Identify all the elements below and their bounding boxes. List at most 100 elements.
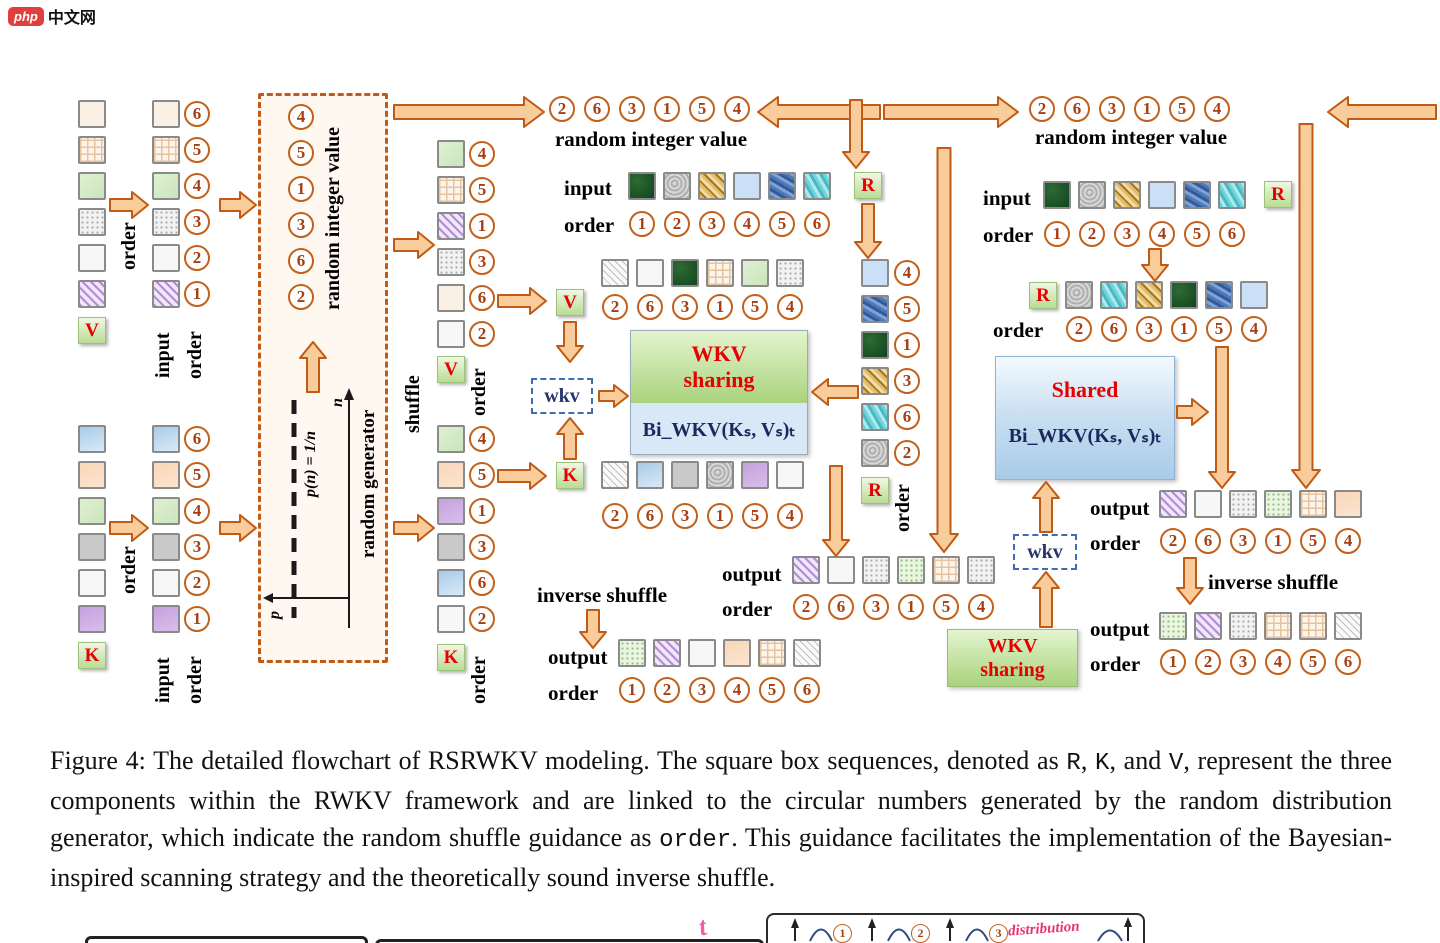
flow-arrow <box>1291 123 1321 489</box>
order-number: 1 <box>1265 528 1291 554</box>
flow-arrow <box>1032 481 1060 533</box>
texture-square-blank <box>437 284 465 312</box>
texture-square-grid <box>758 639 786 667</box>
flow-arrow <box>842 99 870 169</box>
texture-square-blue <box>636 461 664 489</box>
order-number: 4 <box>724 677 750 703</box>
v-input-label: input <box>152 332 174 378</box>
center-output1-label: output <box>722 562 782 586</box>
order-number: 5 <box>184 462 210 488</box>
texture-square-white <box>1194 490 1222 518</box>
order-number: 2 <box>1160 528 1186 554</box>
texture-square-green <box>741 259 769 287</box>
flow-arrow <box>1208 346 1236 489</box>
flow-arrow <box>1176 557 1204 605</box>
texture-square-dots <box>78 208 106 236</box>
texture-square-blank <box>78 100 106 128</box>
v-order-arrow-label: order <box>118 222 140 270</box>
center-v-row-squares <box>601 259 804 287</box>
texture-square-grid <box>1299 490 1327 518</box>
v-ordered-squares <box>152 100 180 316</box>
order-number: 3 <box>184 209 210 235</box>
texture-square-darkgreen <box>628 172 656 200</box>
v-input-squares <box>78 100 106 316</box>
right-r-row-squares <box>1065 281 1268 309</box>
shared-formula: Bi_WKV(Kₛ, Vₛ)ₜ <box>1008 425 1162 447</box>
wkv-subtitle-2: sharing <box>980 659 1045 681</box>
texture-square-gold <box>861 367 889 395</box>
order-number: 3 <box>1114 221 1140 247</box>
order-number: 2 <box>184 570 210 596</box>
order-number: 3 <box>1099 96 1125 122</box>
texture-square-hatch <box>793 639 821 667</box>
center-r-col-squares <box>861 259 889 475</box>
texture-square-gold <box>1135 281 1163 309</box>
texture-square-white <box>437 605 465 633</box>
order-number: 1 <box>288 176 314 202</box>
texture-square-purple <box>78 605 106 633</box>
shuffle-v-tag: V <box>437 356 465 383</box>
order-number: 6 <box>1219 221 1245 247</box>
flow-arrow <box>497 462 547 490</box>
center-output2-label: output <box>548 645 608 669</box>
order-number: 5 <box>1206 316 1232 342</box>
right-input-label: input <box>983 186 1031 210</box>
order-number: 2 <box>654 677 680 703</box>
k-order-label: order <box>184 656 206 704</box>
order-number: 1 <box>894 332 920 358</box>
order-number: 2 <box>1066 316 1092 342</box>
right-input-squares <box>1043 181 1246 209</box>
texture-square-green <box>152 172 180 200</box>
texture-square-bluetex <box>1205 281 1233 309</box>
center-input-label: input <box>564 176 612 200</box>
generator-riv-label: random integer value <box>322 127 344 311</box>
order-number: 2 <box>602 503 628 529</box>
texture-square-hatch <box>601 461 629 489</box>
order-number: 5 <box>759 677 785 703</box>
k-tag: K <box>78 642 106 669</box>
right-inverse-shuffle-label: inverse shuffle <box>1208 570 1339 594</box>
center-riv-label: random integer value <box>554 127 748 151</box>
caption-seg-mono-v: V <box>1168 750 1184 777</box>
partial-box-left <box>85 936 368 943</box>
order-number: 6 <box>804 211 830 237</box>
order-number: 5 <box>894 296 920 322</box>
flow-arrow <box>497 287 547 315</box>
flow-arrow <box>556 417 584 460</box>
order-number: 4 <box>1204 96 1230 122</box>
texture-square-dots <box>776 259 804 287</box>
site-logo[interactable]: php 中文网 <box>8 4 96 28</box>
order-number: 2 <box>1079 221 1105 247</box>
texture-square-dots <box>1229 612 1257 640</box>
caption-seg: , represent the three components within … <box>50 746 1392 852</box>
order-number: 4 <box>184 173 210 199</box>
order-number: 1 <box>654 96 680 122</box>
texture-square-blue <box>152 425 180 453</box>
center-output2-order-label: order <box>548 681 599 705</box>
caption-seg-mono-k: K <box>1095 750 1110 777</box>
shuffle-label: shuffle <box>402 375 424 433</box>
texture-square-bluetex <box>768 172 796 200</box>
order-number: 1 <box>184 281 210 307</box>
flow-arrow <box>1327 96 1437 128</box>
order-number: 2 <box>549 96 575 122</box>
texture-square-hatch <box>1334 612 1362 640</box>
texture-square-graytex <box>663 172 691 200</box>
right-output1-order-label: order <box>1090 531 1141 555</box>
texture-square-purple <box>741 461 769 489</box>
texture-square-white <box>437 320 465 348</box>
order-number: 5 <box>469 462 495 488</box>
shuffle-v-squares <box>437 140 465 356</box>
right-r-row-order-label: order <box>993 318 1044 342</box>
order-number: 1 <box>469 213 495 239</box>
distribution-box <box>766 913 1145 943</box>
flow-arrow <box>109 191 149 219</box>
texture-square-white <box>152 244 180 272</box>
order-number: 4 <box>1265 649 1291 675</box>
texture-square-bluetex <box>1183 181 1211 209</box>
